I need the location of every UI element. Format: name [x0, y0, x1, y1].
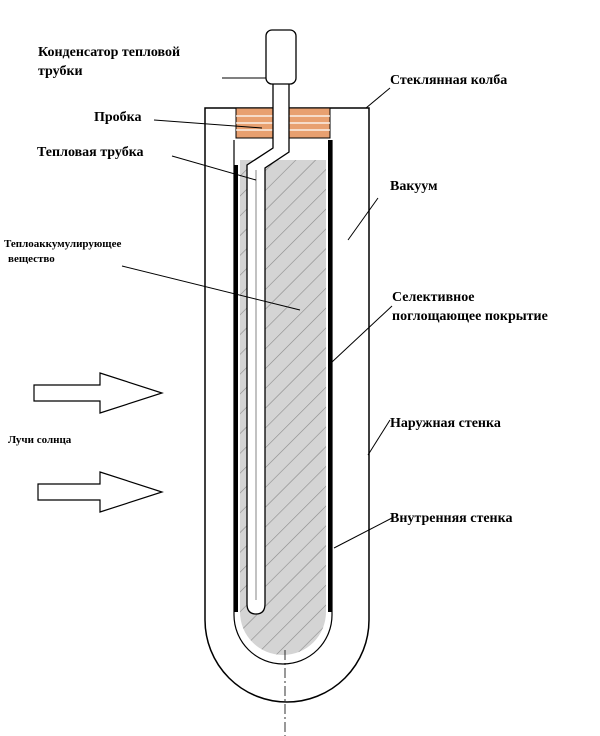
leader-glass-bulb	[365, 87, 391, 109]
heat-pipe-condenser	[265, 29, 297, 85]
label-plug: Пробка	[94, 110, 142, 125]
label-inner-wall: Внутренняя стенка	[390, 511, 512, 526]
leader-inner-wall	[333, 517, 393, 549]
outer-glass-wall	[204, 107, 370, 703]
leader-vacuum	[347, 197, 379, 241]
leader-heat-storage	[121, 265, 301, 311]
label-condenser-line2: трубки	[38, 64, 83, 79]
heat-pipe	[246, 79, 290, 615]
leader-selective	[331, 305, 393, 363]
label-heat-storage-line2: вещество	[8, 253, 55, 265]
label-vacuum: Вакуум	[390, 179, 438, 194]
label-glass-bulb: Стеклянная колба	[390, 73, 507, 88]
label-selective-line1: Селективное	[392, 290, 474, 305]
label-condenser-line1: Конденсатор тепловой	[38, 45, 180, 60]
leader-plug	[153, 119, 263, 129]
label-outer-wall: Наружная стенка	[390, 416, 501, 431]
leader-heat-pipe	[171, 155, 257, 181]
label-heat-pipe: Тепловая трубка	[37, 145, 144, 160]
label-selective-line2: поглощающее покрытие	[392, 309, 548, 324]
label-heat-storage-line1: Теплоаккумулирующее	[4, 238, 121, 250]
sun-ray-arrow-bottom	[37, 471, 164, 513]
sun-ray-arrow-top	[33, 372, 164, 414]
leader-outer-wall	[367, 419, 391, 456]
inner-glass-wall	[233, 140, 333, 665]
label-sun-rays: Лучи солнца	[8, 434, 72, 446]
